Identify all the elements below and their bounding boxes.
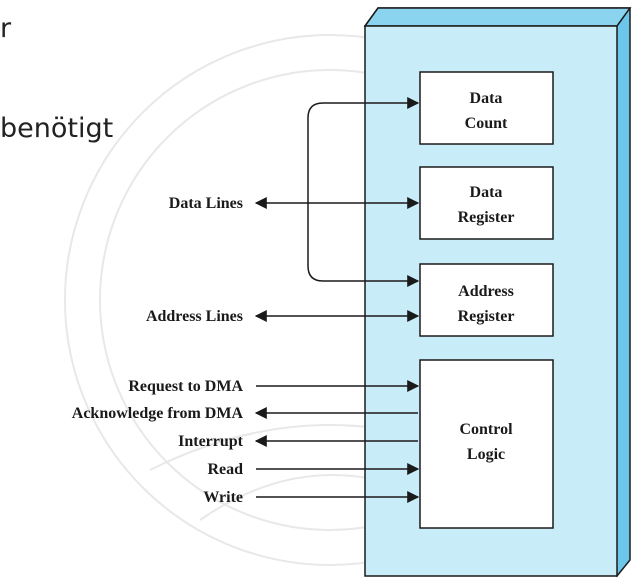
- slide-text-fragment-middle: benötigt: [0, 113, 113, 144]
- write-label: Write: [203, 489, 243, 506]
- address-register-box: Address Register: [419, 263, 554, 337]
- data-register-label-line1: Data: [470, 184, 503, 201]
- data-register-box: Data Register: [419, 166, 554, 240]
- request-to-dma-label: Request to DMA: [128, 378, 243, 395]
- data-count-box: Data Count: [419, 71, 554, 145]
- control-logic-label-line2: Logic: [467, 446, 505, 463]
- control-logic-box: Control Logic: [419, 359, 554, 529]
- read-label: Read: [207, 461, 243, 478]
- module-top-face: [363, 7, 632, 27]
- address-register-label-line1: Address: [458, 283, 514, 300]
- control-logic-label-line1: Control: [459, 421, 513, 438]
- data-count-label-line2: Count: [465, 115, 508, 132]
- data-lines-label: Data Lines: [169, 195, 243, 212]
- interrupt-label: Interrupt: [178, 433, 244, 450]
- address-lines-label: Address Lines: [146, 308, 243, 325]
- acknowledge-from-dma-label: Acknowledge from DMA: [72, 405, 244, 422]
- internal-bus-loop: [307, 97, 420, 287]
- data-register-label-line2: Register: [458, 209, 515, 226]
- address-register-label-line2: Register: [458, 308, 515, 325]
- slide-text-fragment-top: r: [0, 13, 12, 44]
- data-count-label-line1: Data: [470, 90, 503, 107]
